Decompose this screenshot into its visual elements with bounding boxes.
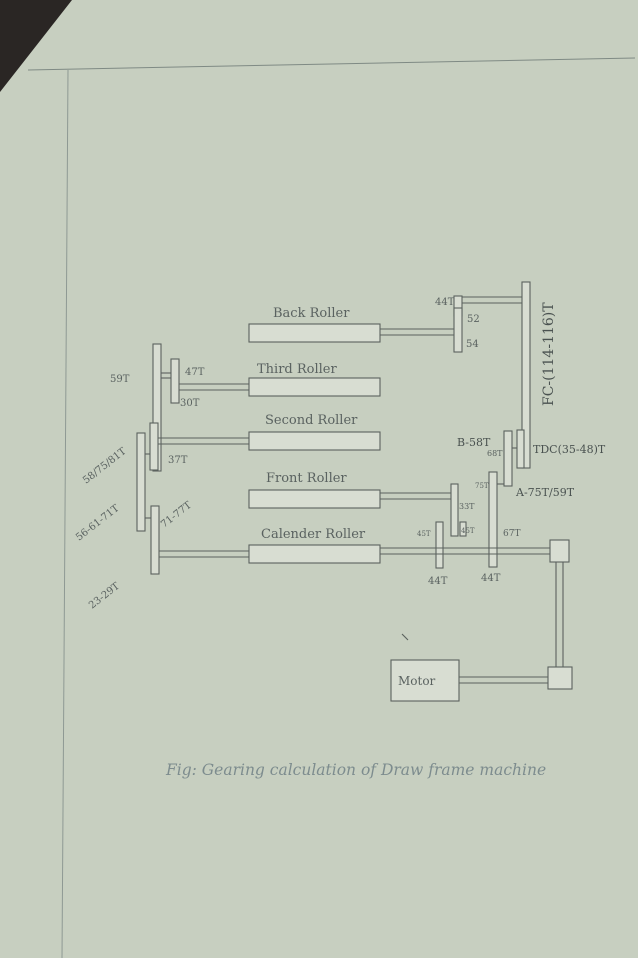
calender-roller	[248, 544, 381, 564]
front-roller-label: Front Roller	[266, 471, 347, 486]
gear-71-77-bar	[150, 505, 160, 575]
third-roller-label: Third Roller	[257, 362, 337, 377]
second-roller	[248, 431, 381, 451]
gear-tdc-bar	[516, 429, 525, 469]
pencil-mark	[401, 633, 409, 641]
gear-33t-bar	[450, 483, 459, 537]
third-roller	[248, 377, 381, 397]
margin-rule	[61, 69, 69, 958]
dark-corner	[0, 0, 72, 92]
gear-54-label: 54	[466, 339, 479, 350]
gear-a-bar	[488, 471, 498, 568]
gear-44t-left-label: 44T	[428, 576, 448, 587]
back-roller-label: Back Roller	[273, 306, 350, 321]
calender-roller-label: Calender Roller	[261, 527, 366, 542]
gear-52-54-bar	[453, 307, 463, 353]
pulley-lower	[547, 666, 573, 690]
gear-59t-label: 59T	[110, 374, 130, 385]
gear-37t-bar	[149, 422, 159, 471]
header-rule	[27, 57, 636, 71]
gear-44t-right-label: 44T	[481, 573, 501, 584]
figure-caption: Fig: Gearing calculation of Draw frame m…	[165, 761, 546, 779]
gear-58-75-81-bar	[136, 432, 146, 532]
motor-box	[390, 659, 460, 702]
gear-33t-label: 33T	[459, 502, 475, 511]
gear-45t-small-bar	[459, 521, 467, 537]
pulley-upper	[549, 539, 570, 563]
gear-37t-label: 37T	[168, 455, 188, 466]
gear-a-label: A-75T/59T	[515, 486, 575, 499]
gear-30t-label: 30T	[180, 398, 200, 409]
gear-75t-small-label: 75T	[475, 482, 489, 490]
back-roller	[248, 323, 381, 343]
gear-44t-top-label: 44T	[435, 297, 455, 308]
gear-52-label: 52	[467, 314, 480, 325]
gear-45t-a-label: 45T	[417, 530, 431, 538]
gear-fc-label: FC-(114-116)T	[541, 302, 557, 406]
gear-b-sub-label: 68T	[487, 449, 503, 458]
second-roller-label: Second Roller	[265, 413, 358, 428]
gear-45t-b-label: 45T	[461, 527, 475, 535]
motor-label: Motor	[398, 674, 436, 688]
gear-tdc-label: TDC(35-48)T	[533, 443, 606, 456]
front-roller	[248, 489, 381, 509]
gear-47t-label: 47T	[185, 367, 205, 378]
gear-44t-left-bar	[435, 521, 444, 569]
gear-fc-bar	[521, 281, 531, 469]
gear-b-label: B-58T	[457, 436, 491, 449]
gear-47t-30t-bar	[170, 358, 180, 404]
gear-b-bar	[503, 430, 513, 487]
gear-59t-bar	[152, 343, 162, 472]
gear-67t-label: 67T	[503, 529, 520, 539]
